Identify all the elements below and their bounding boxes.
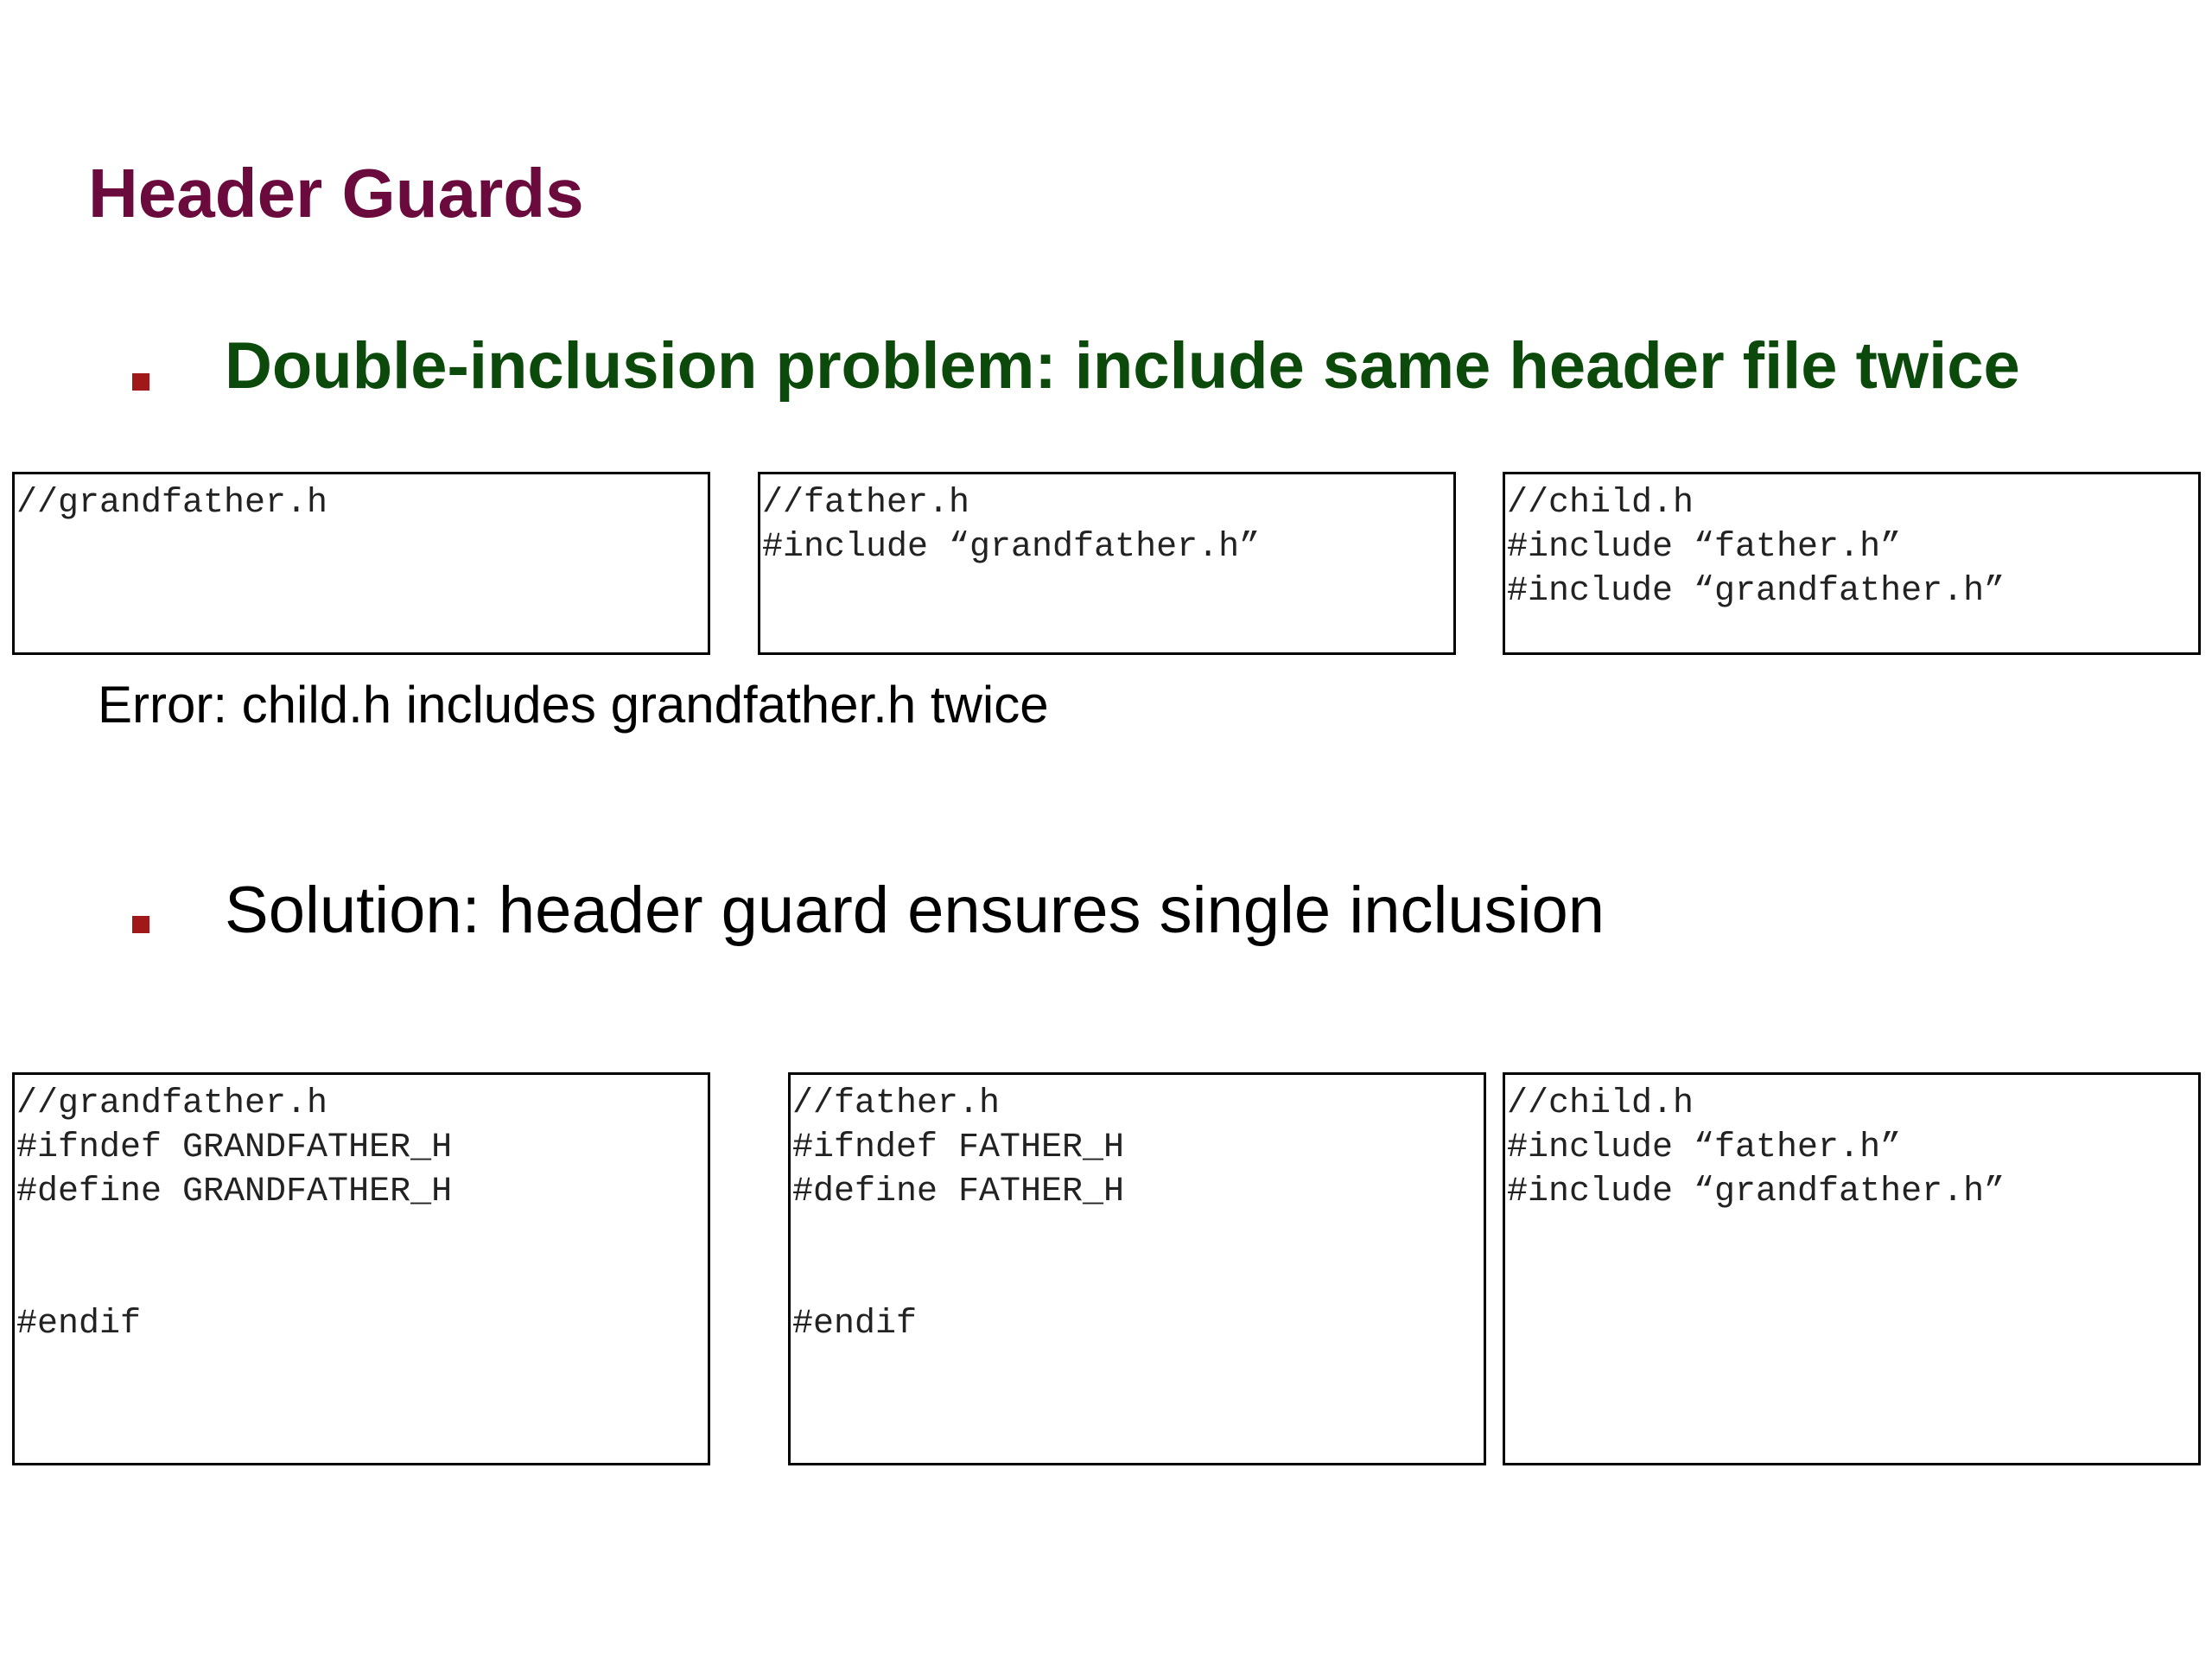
code-line: #ifndef GRANDFATHER_H — [16, 1128, 453, 1167]
code-line: #define FATHER_H — [792, 1173, 1125, 1211]
code-line — [16, 1214, 708, 1258]
bullet-marker — [132, 373, 149, 391]
code-line: #define GRANDFATHER_H — [16, 1173, 453, 1211]
child-code-box: //child.h #include “father.h” #include “… — [1503, 472, 2201, 655]
bullet-solution-text: Solution: header guard ensures single in… — [225, 874, 1605, 947]
code-line: //grandfather.h — [16, 484, 328, 523]
code-line: //child.h — [1507, 484, 1694, 523]
bullet-problem-text: Double-inclusion problem: include same h… — [225, 329, 2020, 403]
code-line: #ifndef FATHER_H — [792, 1128, 1125, 1167]
error-message: Error: child.h includes grandfather.h tw… — [98, 676, 1049, 734]
code-line — [792, 1214, 1484, 1258]
code-line: #endif — [792, 1305, 918, 1344]
code-line: #include “grandfather.h” — [1507, 572, 2005, 611]
code-line: #include “father.h” — [1507, 1128, 1902, 1167]
father-code-box: //father.h #include “grandfather.h” — [758, 472, 1456, 655]
guarded-child-code-box: //child.h #include “father.h” #include “… — [1503, 1072, 2201, 1465]
code-line: #include “grandfather.h” — [1507, 1173, 2005, 1211]
grandfather-code-box: //grandfather.h — [12, 472, 710, 655]
code-line: #include “father.h” — [1507, 528, 1902, 567]
code-line: //father.h — [762, 484, 970, 523]
code-line: //child.h — [1507, 1084, 1694, 1123]
guarded-grandfather-code-box: //grandfather.h #ifndef GRANDFATHER_H #d… — [12, 1072, 710, 1465]
code-line — [16, 1258, 708, 1302]
guarded-father-code-box: //father.h #ifndef FATHER_H #define FATH… — [788, 1072, 1486, 1465]
code-line: //father.h — [792, 1084, 1001, 1123]
code-line: #endif — [16, 1305, 142, 1344]
code-line — [792, 1258, 1484, 1302]
bullet-marker — [132, 916, 149, 933]
code-line: #include “grandfather.h” — [762, 528, 1261, 567]
code-line: //grandfather.h — [16, 1084, 328, 1123]
slide-title: Header Guards — [88, 155, 584, 232]
